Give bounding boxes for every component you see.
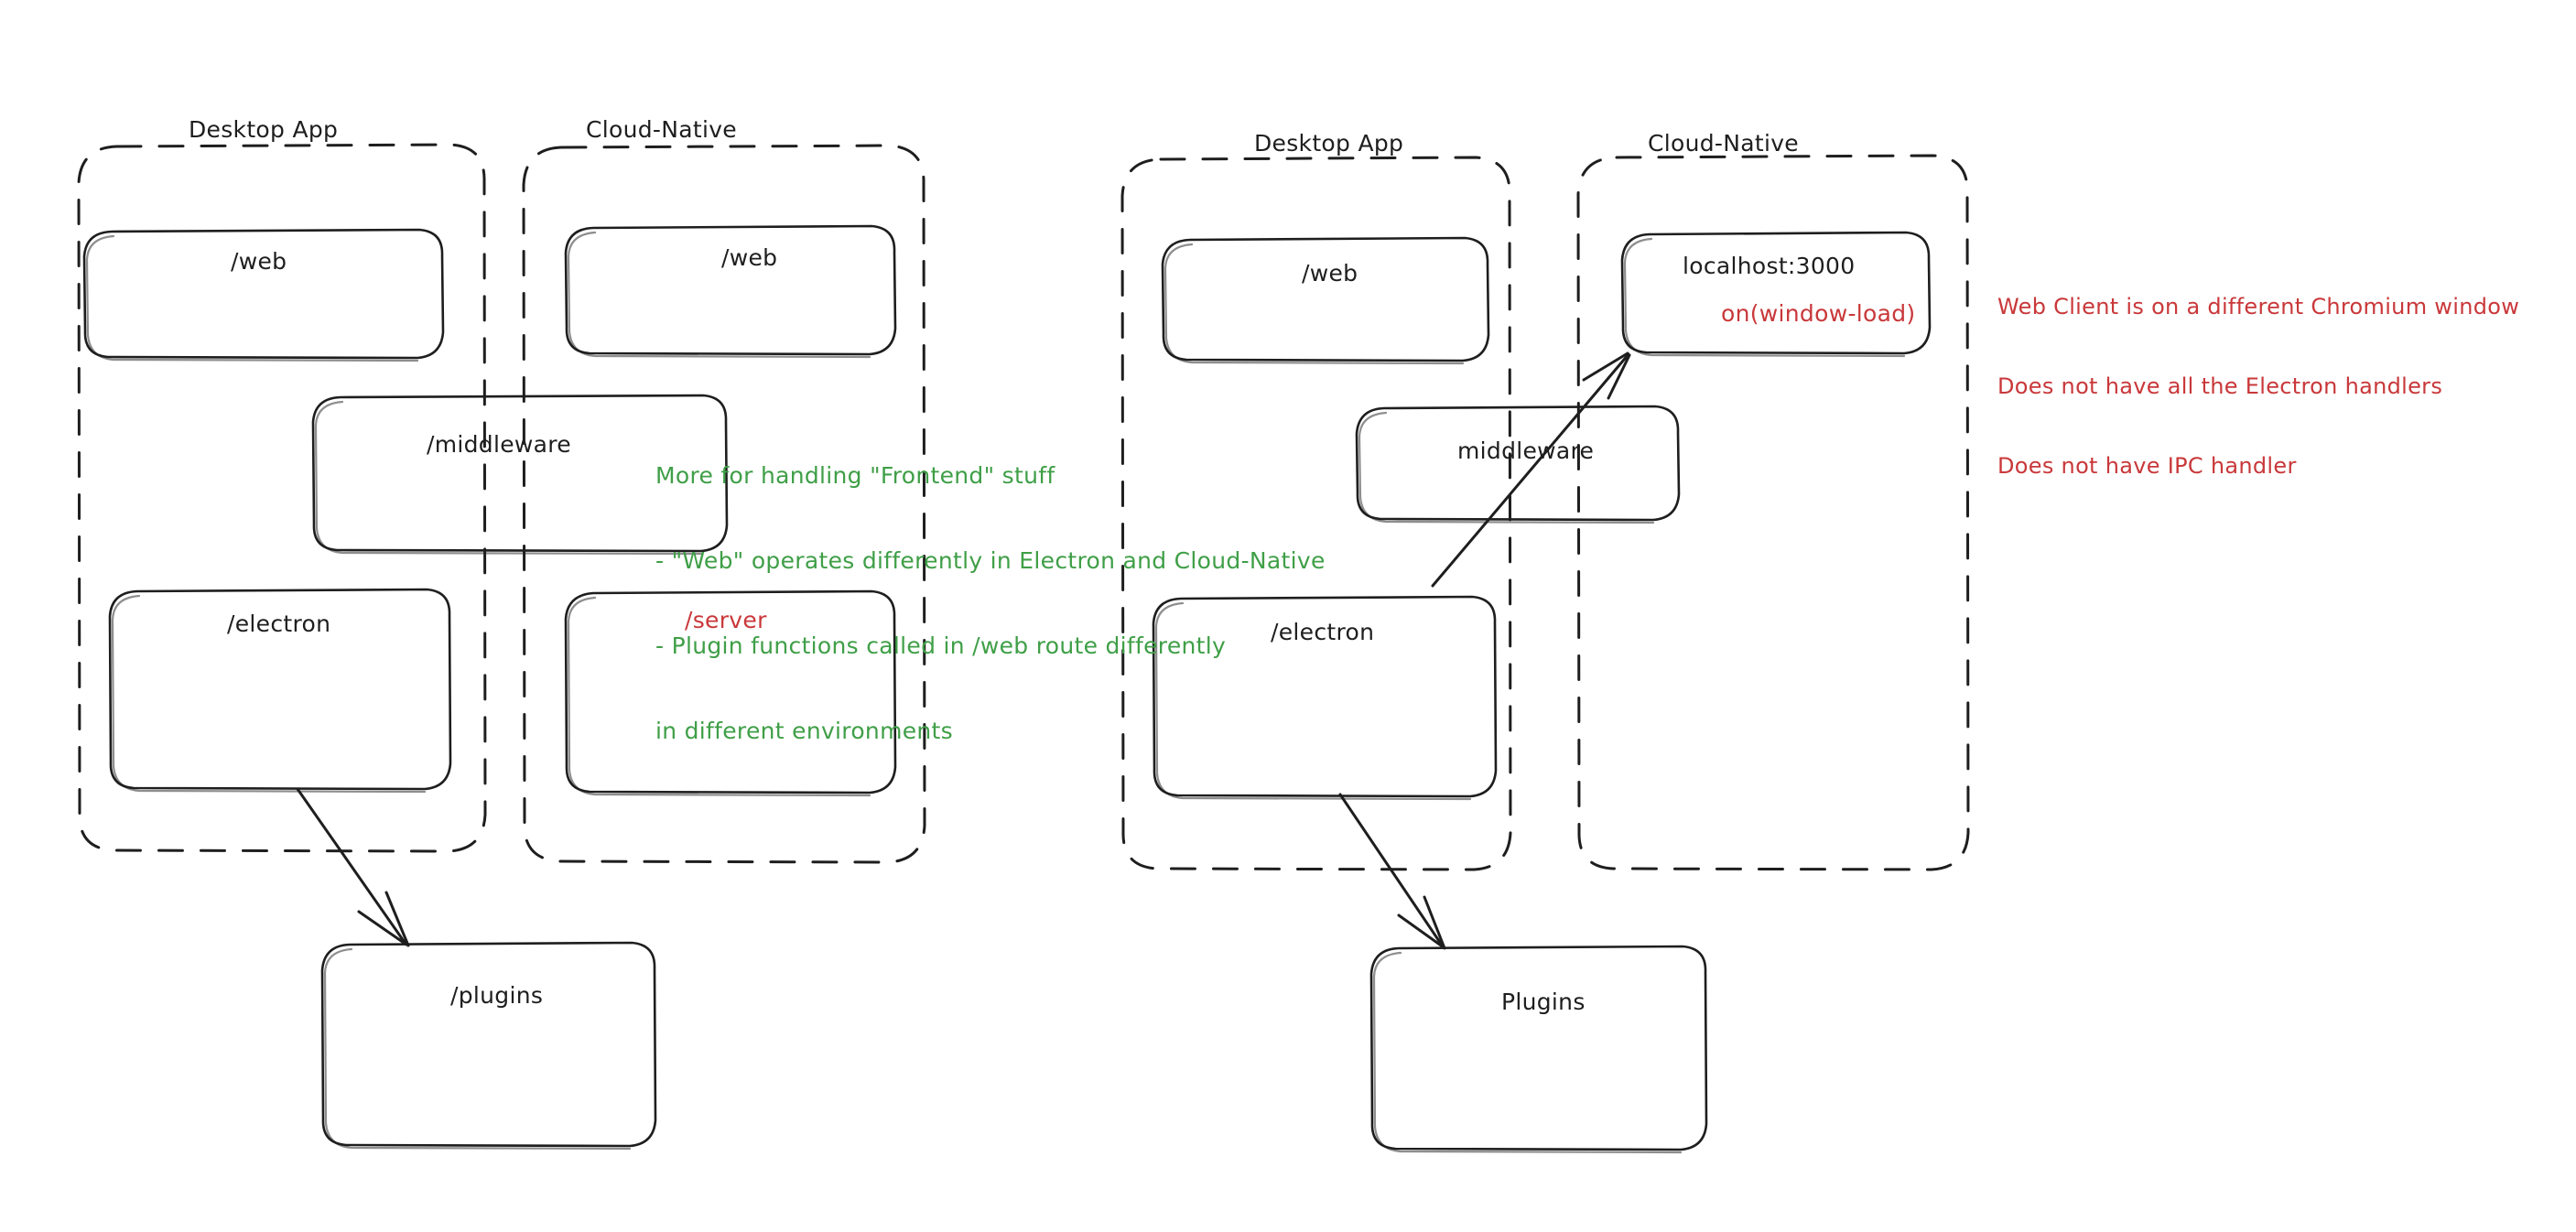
annotation-green-line-2: - "Web" operates differently in Electron… (655, 547, 1326, 574)
group-label-right-desktop: Desktop App (1254, 130, 1404, 157)
node-sublabel-right-localhost: on(window-load) (1721, 300, 1916, 327)
annotation-red-line-2: Does not have all the Electron handlers (1997, 373, 2443, 399)
edge-right-electron-to-localhost (1431, 351, 1631, 588)
node-right-electron (1152, 595, 1498, 801)
group-label-left-desktop: Desktop App (189, 116, 339, 143)
node-label-left-server: /server (685, 607, 767, 633)
annotation-green-line-3: - Plugin functions called in /web route … (655, 632, 1227, 659)
node-label-left-plugins: /plugins (450, 982, 544, 1009)
node-label-right-desktop-web: /web (1302, 260, 1358, 286)
node-right-desktop-web (1161, 236, 1490, 365)
node-label-left-middleware: /middleware (427, 431, 571, 458)
annotation-green-line-1: More for handling "Frontend" stuff (655, 462, 1055, 489)
node-label-right-middleware: middleware (1457, 438, 1595, 464)
group-label-right-cloud: Cloud-Native (1648, 130, 1799, 157)
node-label-left-electron: /electron (227, 611, 331, 637)
node-left-server (564, 589, 897, 797)
annotation-red: Web Client is on a different Chromium wi… (1997, 241, 2519, 533)
node-left-electron (108, 588, 452, 794)
group-boundary-left-cloud (522, 144, 926, 864)
group-boundary-right-desktop (1120, 156, 1512, 871)
node-right-middleware (1355, 405, 1681, 524)
edge-left-electron-to-plugins (296, 787, 410, 947)
node-label-left-cloud-web: /web (721, 244, 778, 271)
group-boundary-left-desktop (77, 143, 487, 853)
annotation-red-line-3: Does not have IPC handler (1997, 453, 2297, 479)
node-right-plugins (1369, 945, 1708, 1154)
node-left-middleware (311, 394, 729, 556)
group-label-left-cloud: Cloud-Native (586, 116, 737, 143)
node-label-left-desktop-web: /web (231, 248, 287, 275)
node-right-localhost (1620, 231, 1932, 358)
node-left-cloud-web (564, 224, 897, 359)
node-label-right-plugins: Plugins (1501, 989, 1586, 1015)
node-label-right-localhost: localhost:3000 (1683, 253, 1856, 279)
annotation-green: More for handling "Frontend" stuff - "We… (655, 405, 1326, 802)
group-boundary-right-cloud (1576, 154, 1970, 871)
edge-right-electron-to-plugins (1338, 793, 1446, 950)
annotation-green-line-4: in different environments (655, 718, 953, 744)
node-label-right-electron: /electron (1271, 619, 1375, 645)
node-left-plugins (320, 941, 657, 1151)
annotation-red-line-1: Web Client is on a different Chromium wi… (1997, 294, 2520, 319)
node-left-desktop-web (82, 228, 445, 362)
